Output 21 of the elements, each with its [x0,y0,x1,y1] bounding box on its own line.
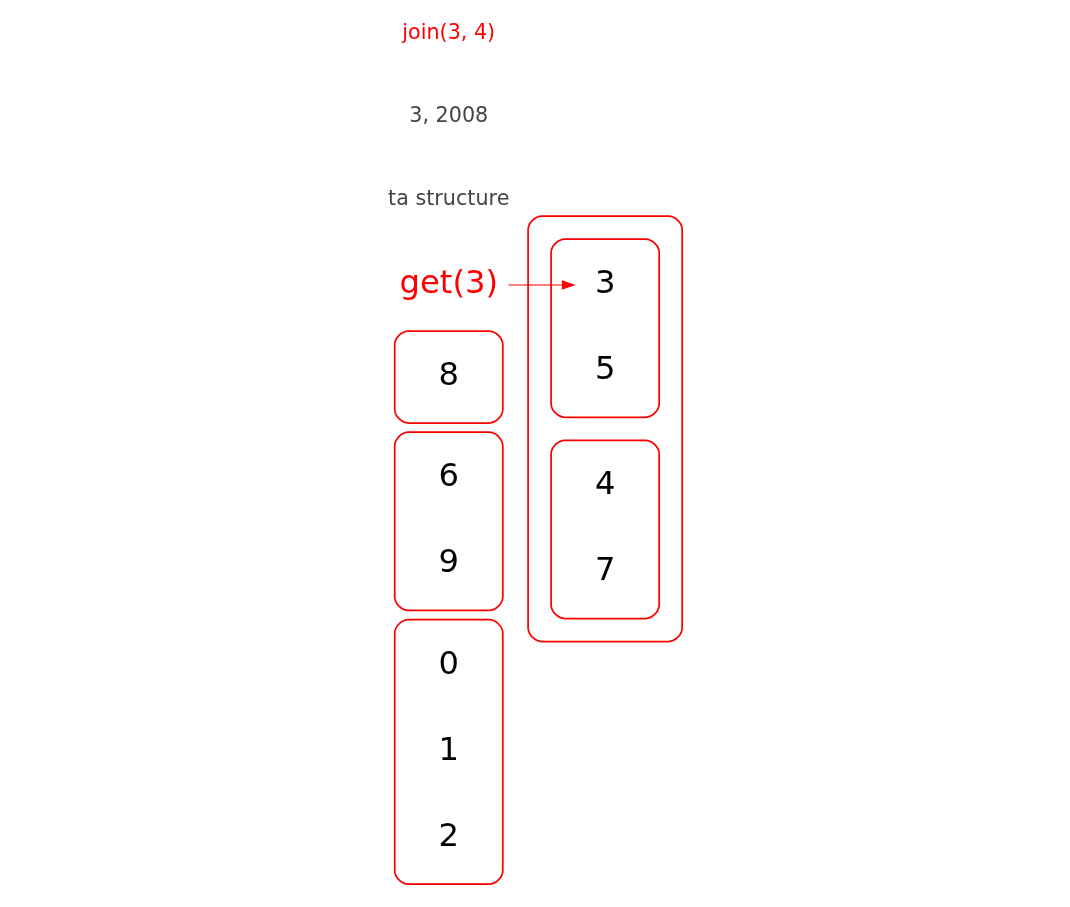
label: join(3, 4) [402,20,496,45]
cluster [393,330,504,424]
cluster [527,215,684,643]
node-text: 7 [594,550,616,589]
node-text: 1 [438,729,459,768]
cluster [550,439,661,620]
node-text: 4 [594,464,616,503]
node-text: 9 [438,542,459,581]
node-text: 8 [438,354,459,393]
node-text: 0 [438,643,459,682]
arrow [508,280,576,290]
node-text: get(3) [399,262,498,301]
cluster [393,618,504,886]
node-text: 5 [594,349,616,388]
node-text: 3 [594,262,616,301]
label: 3, 2008 [409,103,489,128]
cluster [393,431,504,612]
node-text: 6 [438,456,459,495]
cluster [550,238,661,419]
label: ta structure [388,185,510,210]
node-text: 2 [438,816,459,855]
